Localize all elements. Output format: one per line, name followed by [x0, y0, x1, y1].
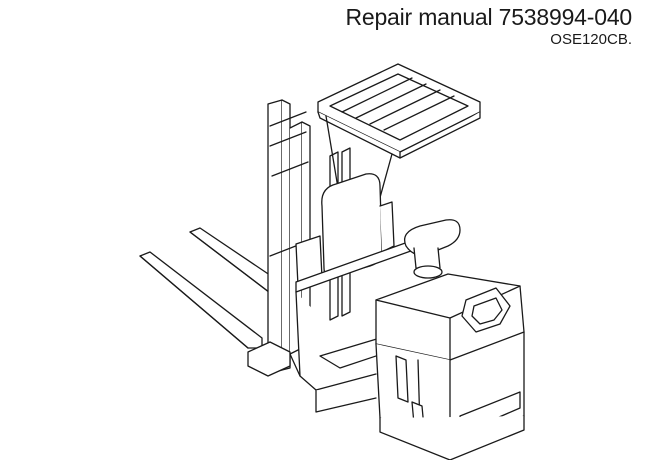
truck-drawing-icon [139, 63, 525, 460]
manual-title: Repair manual 7538994-040 [345, 4, 632, 30]
truck-illustration [130, 56, 560, 460]
backrest [295, 173, 395, 287]
overhead-guard [317, 63, 481, 213]
title-block: Repair manual 7538994-040 OSE120CB. [345, 4, 632, 48]
rear-cover [375, 273, 525, 460]
model-code: OSE120CB. [550, 31, 632, 48]
control-tiller [403, 219, 461, 279]
chassis [247, 231, 437, 413]
